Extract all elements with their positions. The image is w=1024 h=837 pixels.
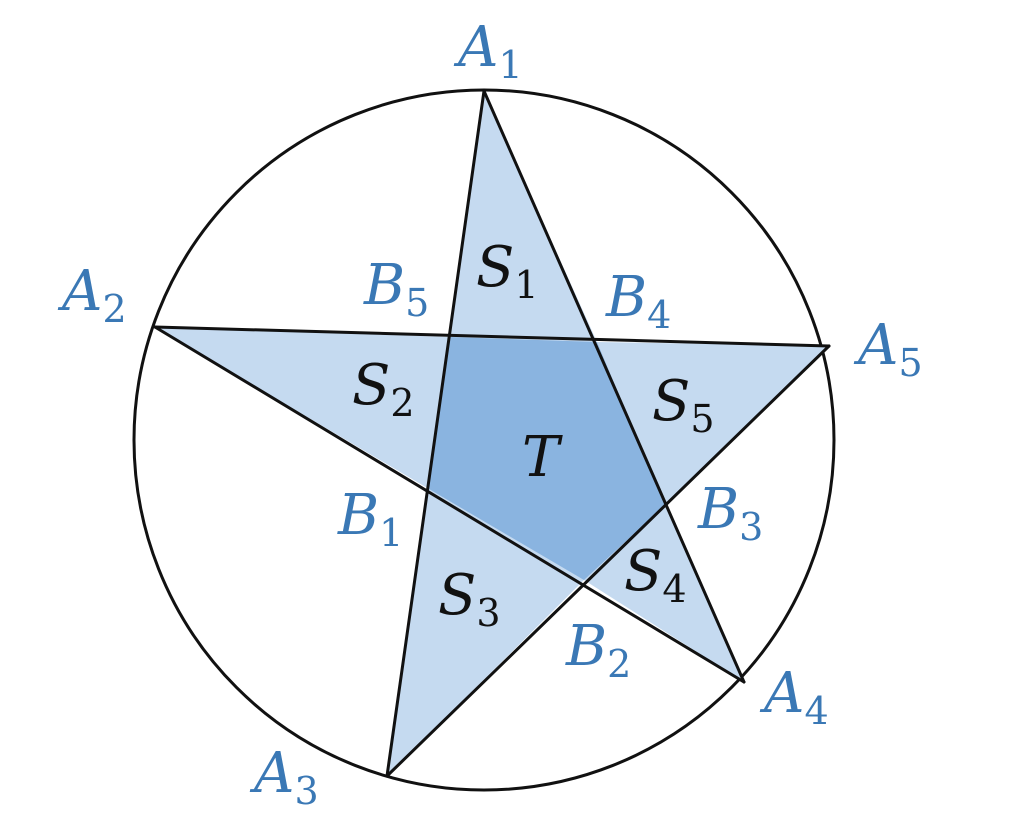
label-B3: B3 <box>697 477 763 549</box>
label-B2: B2 <box>565 614 631 686</box>
label-A5: A5 <box>853 313 923 385</box>
segment-A3-A5 <box>385 344 831 778</box>
label-B5: B5 <box>363 253 429 325</box>
label-A1: A1 <box>453 15 523 87</box>
segment-A1-A4 <box>482 89 746 684</box>
label-S4: S4 <box>624 539 687 611</box>
label-S2: S2 <box>352 353 415 425</box>
segment-A1-A3 <box>385 89 486 778</box>
segment-A2-A5 <box>153 325 831 348</box>
label-B4: B4 <box>605 265 671 337</box>
inner-pentagon-T <box>429 337 665 580</box>
label-A2: A2 <box>57 259 127 331</box>
star-lines <box>153 89 831 778</box>
label-A3: A3 <box>249 741 319 813</box>
label-S5: S5 <box>652 369 715 441</box>
label-S3: S3 <box>438 563 501 635</box>
label-A4: A4 <box>759 661 829 733</box>
segment-A2-A4 <box>153 325 746 684</box>
label-B1: B1 <box>337 483 403 555</box>
label-T: T <box>522 425 563 490</box>
label-S1: S1 <box>476 235 539 307</box>
